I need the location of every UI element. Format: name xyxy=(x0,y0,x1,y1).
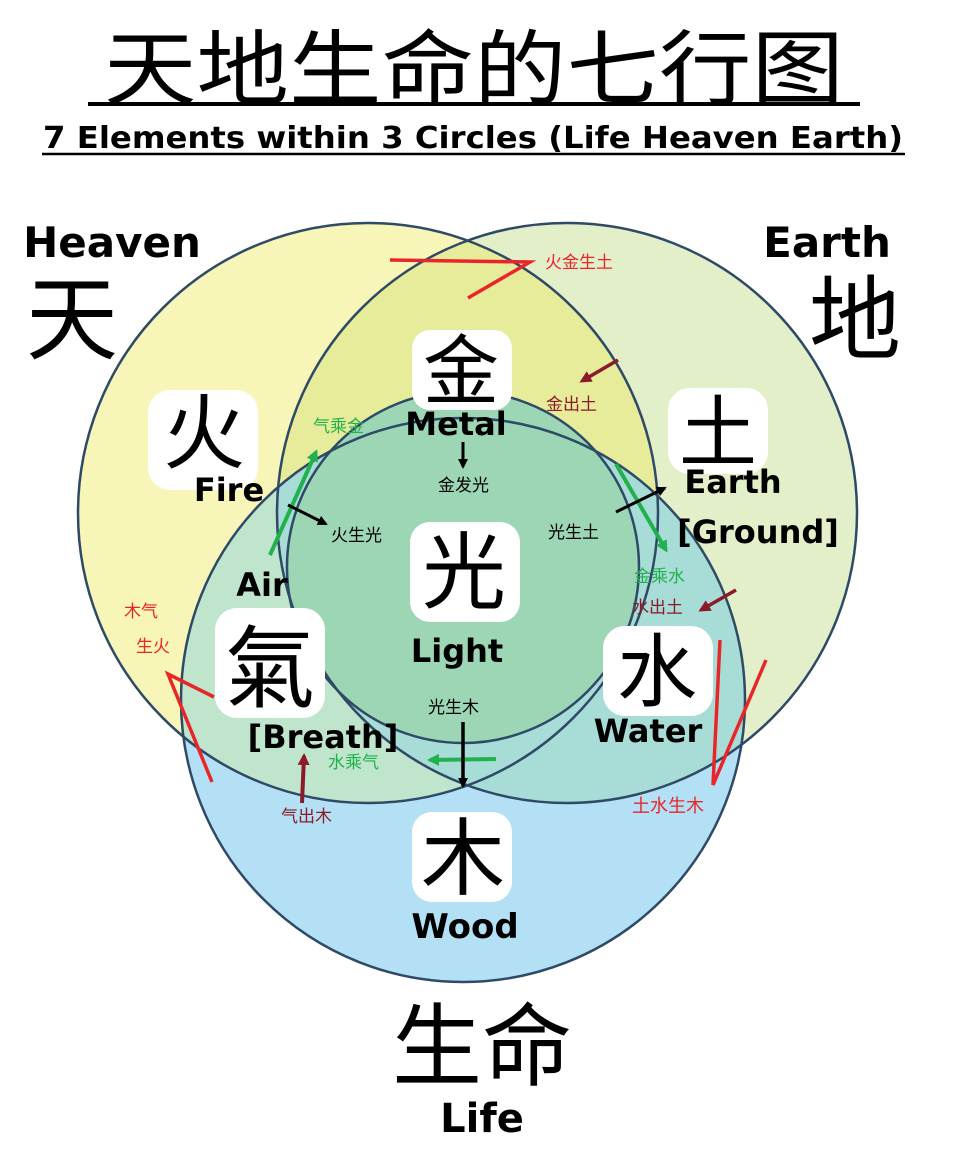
arrow-water-out-earth xyxy=(698,588,737,612)
air-label: Air xyxy=(236,566,288,604)
air-sublabel: [Breath] xyxy=(248,718,399,756)
light-glyph: 光 xyxy=(422,524,506,622)
element-metal: 金 Metal xyxy=(405,327,506,443)
rel-wood-air-line2: 生火 xyxy=(136,637,170,657)
heaven-label-zh: 天 xyxy=(26,267,118,374)
rel-fire-metal-earth: 火金生土 xyxy=(545,253,613,273)
heaven-label-en: Heaven xyxy=(23,218,201,267)
metal-glyph: 金 xyxy=(423,327,499,416)
red-line-left xyxy=(164,670,215,783)
circles xyxy=(76,221,859,984)
fire-glyph: 火 xyxy=(163,387,245,482)
rel-air-out-wood: 气出木 xyxy=(281,807,332,827)
rel-water-ride-air: 水乘气 xyxy=(328,753,379,773)
rel-light-gen-earth: 光生土 xyxy=(548,523,599,543)
element-water: 水 Water xyxy=(594,626,703,750)
element-light: 光 Light xyxy=(411,524,506,670)
earth-element-label: Earth xyxy=(684,463,781,501)
glyph-backgrounds xyxy=(148,330,768,902)
earth-element-sublabel: [Ground] xyxy=(677,513,839,551)
metal-label: Metal xyxy=(405,405,506,443)
rel-fire-gen-light: 火生光 xyxy=(331,526,382,546)
rel-metal-out-earth: 金出土 xyxy=(546,395,597,415)
arrows xyxy=(164,258,768,804)
element-fire: 火 Fire xyxy=(163,387,264,509)
wood-glyph: 木 xyxy=(421,810,505,908)
red-line-top xyxy=(389,258,537,300)
relation-labels: 火金生土 金出土 气乘金 金发光 火生光 光生土 金乘水 水出土 木气 生火 光… xyxy=(124,253,704,827)
life-label-en: Life xyxy=(440,1096,524,1142)
element-wood: 木 Wood xyxy=(411,810,518,947)
red-line-right xyxy=(711,639,768,786)
wood-label: Wood xyxy=(411,907,518,947)
arrow-air-ride-metal xyxy=(268,449,318,556)
earth-label-zh: 地 xyxy=(809,267,901,374)
water-label: Water xyxy=(594,712,703,750)
rel-metal-ride-water: 金乘水 xyxy=(634,567,685,587)
rel-metal-emit-light: 金发光 xyxy=(438,476,489,496)
earth-label-en: Earth xyxy=(763,218,891,267)
element-earth: 土 Earth [Ground] xyxy=(677,389,839,551)
arrow-light-gen-earth xyxy=(615,486,667,514)
page-subtitle: 7 Elements within 3 Circles (Life Heaven… xyxy=(43,121,903,156)
fire-label: Fire xyxy=(194,471,264,509)
air-glyph: 氣 xyxy=(225,617,315,722)
arrow-metal-out-earth xyxy=(579,358,619,383)
water-glyph: 水 xyxy=(617,626,697,719)
rel-water-out-earth: 水出土 xyxy=(632,598,683,618)
earth-glyph: 土 xyxy=(679,389,757,479)
rel-air-ride-metal: 气乘金 xyxy=(313,417,364,437)
arrow-air-out-wood xyxy=(297,753,310,804)
element-air: Air 氣 [Breath] xyxy=(225,566,398,756)
life-label-zh: 生命 xyxy=(392,995,572,1100)
arrow-fire-gen-light xyxy=(287,503,328,526)
rel-wood-air-line1: 木气 xyxy=(124,602,158,622)
arrow-metal-ride-water xyxy=(614,462,668,553)
rel-earth-water-wood: 土水生木 xyxy=(632,796,704,817)
light-label: Light xyxy=(411,632,503,670)
rel-light-gen-wood: 光生木 xyxy=(428,698,479,718)
